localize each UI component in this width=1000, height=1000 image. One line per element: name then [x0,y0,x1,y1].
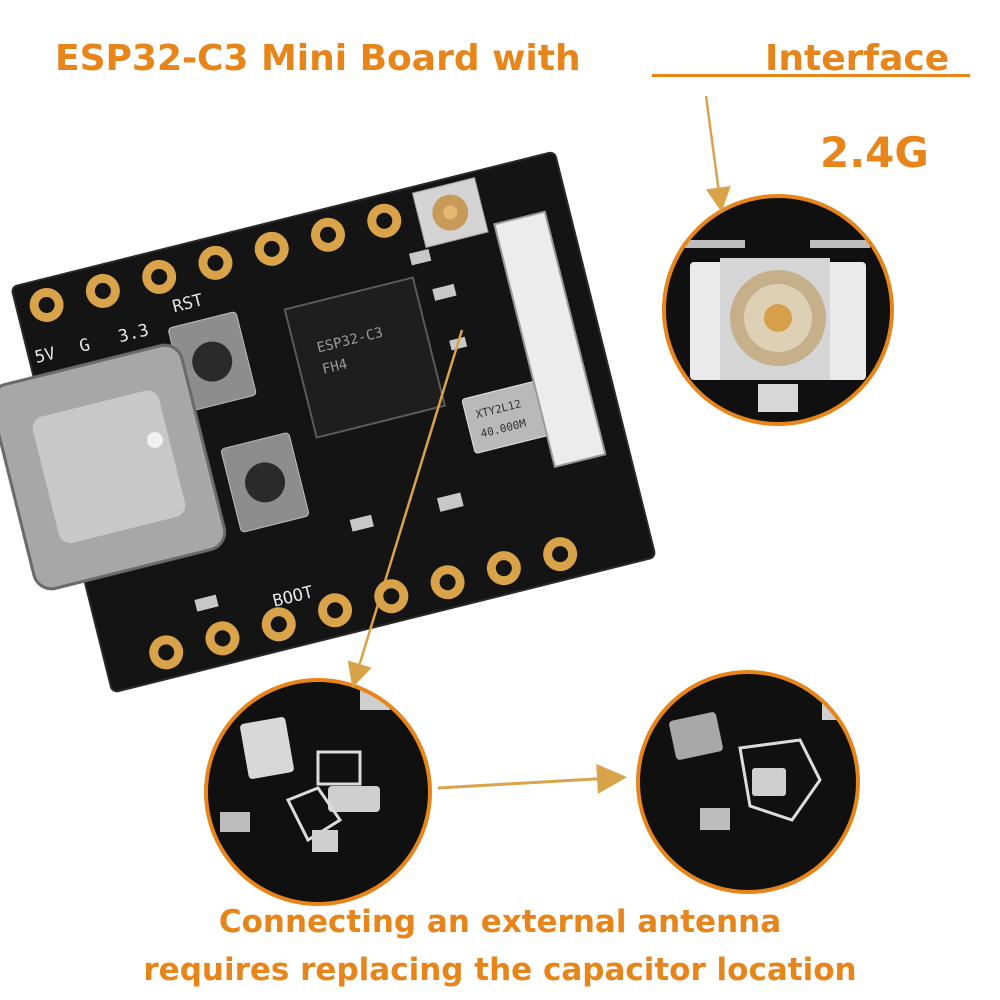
ceramic-antenna [493,210,607,469]
arrow-between-zooms [437,763,627,794]
caption-line2: requires replacing the capacitor locatio… [143,952,857,988]
headline-blank-underline [652,74,970,77]
caption-line1: Connecting an external antenna [218,904,782,940]
boot-button [221,432,310,533]
arrow-to-capacitor-zoom [347,329,464,688]
caption: Connecting an external antenna requires … [0,898,1000,994]
headline-part1: ESP32-C3 Mini Board with [55,38,581,79]
zoom-capacitor-before [204,678,432,906]
frequency-label: 2.4G [820,128,929,177]
zoom-antenna-connector [662,194,894,426]
headline: ESP32-C3 Mini Board with Interface [0,38,1000,98]
headline-part2: Interface [765,38,950,79]
esp32-c3-chip: ESP32-C3 FH4 [283,276,447,439]
ipex-connector [411,177,489,249]
rst-button [168,311,257,412]
zoom-capacitor-after [636,670,860,894]
arrow-to-antenna-zoom [704,95,731,213]
usb-c-connector [0,343,227,591]
silkscreen-g: G [77,335,92,357]
chip-label-line2: FH4 [321,356,349,378]
silkscreen-5v: 5V [33,344,58,368]
